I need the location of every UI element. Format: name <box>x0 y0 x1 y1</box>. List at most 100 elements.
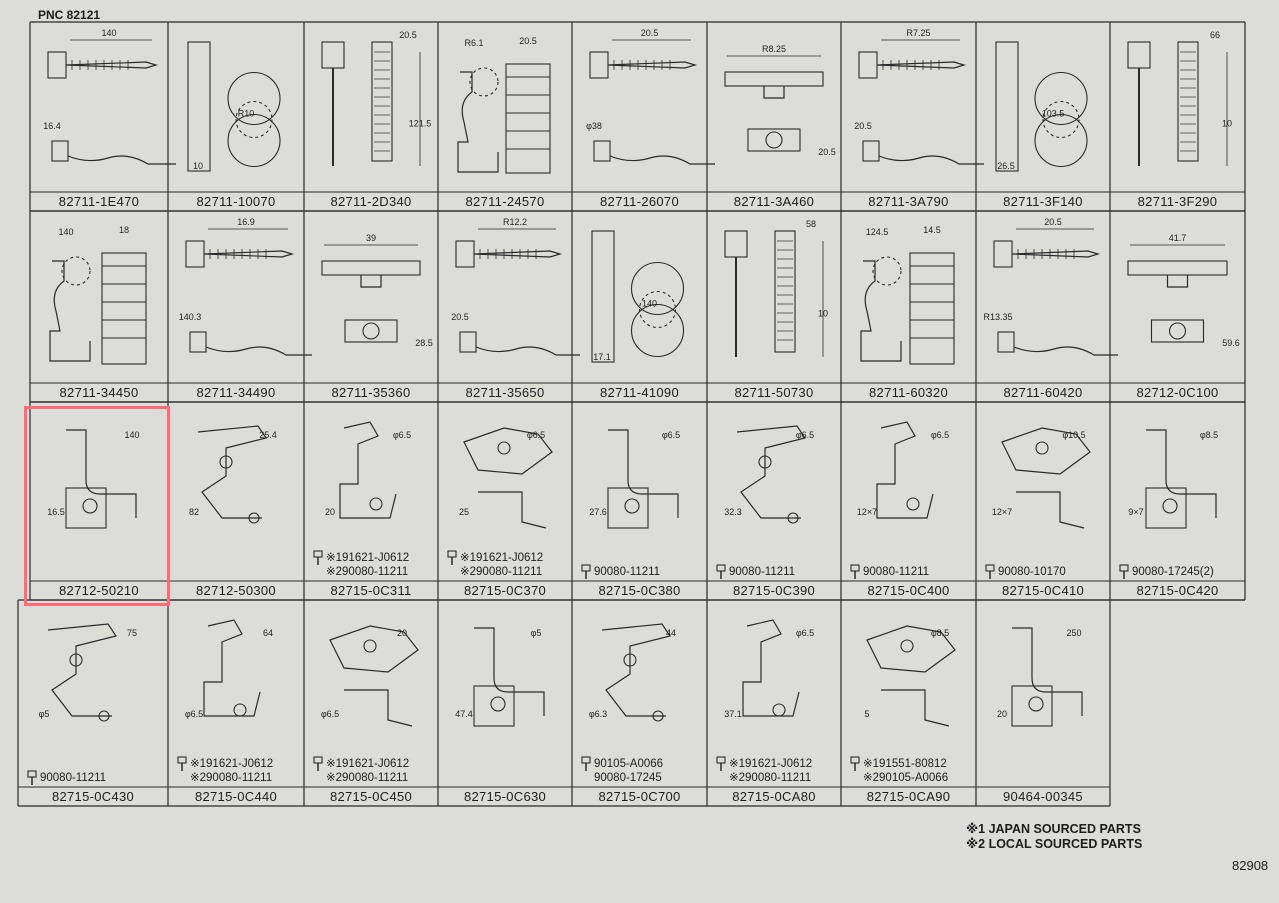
part-cell[interactable] <box>30 402 168 600</box>
dimension-label: φ8.5 <box>1200 430 1218 440</box>
part-cell[interactable] <box>18 600 168 806</box>
part-cell[interactable] <box>1110 402 1245 600</box>
part-drawing: φ8.55 <box>850 625 956 771</box>
part-cell[interactable] <box>438 211 572 402</box>
part-number-label[interactable]: 82715-0C311 <box>330 583 412 598</box>
part-cell[interactable] <box>707 211 841 402</box>
part-number-label[interactable]: 82715-0C630 <box>463 789 547 804</box>
part-number-label[interactable]: 82715-0CA80 <box>732 789 816 804</box>
part-cell[interactable] <box>304 600 438 806</box>
part-cell[interactable] <box>304 211 438 402</box>
part-number-label[interactable]: 82715-0C700 <box>598 789 681 804</box>
part-number-label[interactable]: 82711-35360 <box>331 385 411 400</box>
part-number-label[interactable]: 82715-0C420 <box>1136 583 1219 598</box>
part-number-label[interactable]: 82711-34490 <box>196 385 276 400</box>
part-number-label[interactable]: 82711-3A790 <box>868 194 949 209</box>
part-cell[interactable] <box>841 600 976 806</box>
part-number-label[interactable]: 82711-34450 <box>59 385 139 400</box>
part-number-label[interactable]: 82715-0C440 <box>194 789 278 804</box>
dimension-label: 82 <box>189 507 199 517</box>
part-cell[interactable] <box>572 600 707 806</box>
part-number-label[interactable]: 82711-60320 <box>869 385 948 400</box>
part-drawing: 41.759.6 <box>1127 233 1240 348</box>
part-number-label[interactable]: 82715-0C380 <box>598 583 681 598</box>
part-cell[interactable] <box>304 22 438 211</box>
part-number-label[interactable]: 82715-0C410 <box>1001 583 1085 598</box>
part-cell[interactable] <box>168 22 304 211</box>
fastener-ref: ※191621-J0612 <box>729 758 813 770</box>
part-number-label[interactable]: 82711-24570 <box>465 194 545 209</box>
dimension-label: φ38 <box>586 121 602 131</box>
dimension-label: 140 <box>642 299 657 309</box>
part-cell[interactable] <box>976 600 1110 806</box>
part-drawing: R12.220.5 <box>451 217 580 356</box>
part-cell[interactable] <box>976 211 1110 402</box>
part-drawing: φ10.512×7 <box>985 427 1091 579</box>
dimension-label: 66 <box>1210 30 1220 40</box>
fastener-ref: ※290080-11211 <box>190 772 273 784</box>
part-number-label[interactable]: 82711-3A460 <box>733 194 815 209</box>
fastener-ref: 90080-11211 <box>594 566 661 578</box>
dimension-label: 28.5 <box>415 338 433 348</box>
part-cell[interactable] <box>438 402 572 600</box>
part-number-label[interactable]: 82715-0C450 <box>329 789 413 804</box>
part-cell[interactable] <box>438 22 572 211</box>
part-number-label[interactable]: 90464-00345 <box>1003 789 1083 804</box>
dimension-label: 59.6 <box>1222 338 1240 348</box>
part-cell[interactable] <box>572 211 707 402</box>
part-cell[interactable] <box>841 402 976 600</box>
part-cell[interactable] <box>976 402 1110 600</box>
part-cell[interactable] <box>304 402 438 600</box>
part-number-label[interactable]: 82711-26070 <box>600 194 679 209</box>
part-number-label[interactable]: 82711-3F290 <box>1137 194 1218 209</box>
dimension-label: φ6.5 <box>662 430 680 440</box>
part-number-label[interactable]: 82711-35650 <box>465 385 545 400</box>
part-number-label[interactable]: 82711-3F140 <box>1003 194 1083 209</box>
fastener-ref: ※290080-11211 <box>326 772 409 784</box>
part-drawing: φ6.537.1 <box>716 619 814 771</box>
part-number-label[interactable]: 82711-60420 <box>1003 385 1083 400</box>
dimension-label: 140 <box>58 227 73 237</box>
part-cell[interactable] <box>168 600 304 806</box>
part-number-label[interactable]: 82712-50300 <box>196 583 276 598</box>
part-cell[interactable] <box>572 22 707 211</box>
part-number-label[interactable]: 82711-2D340 <box>330 194 412 209</box>
part-cell[interactable] <box>976 22 1110 211</box>
part-cell[interactable] <box>438 600 572 806</box>
dimension-label: 26.5 <box>997 161 1015 171</box>
part-cell[interactable] <box>841 211 976 402</box>
fastener-ref: ※290105-A0066 <box>863 772 949 784</box>
dimension-label: 5 <box>864 709 869 719</box>
part-number-label[interactable]: 82715-0C400 <box>867 583 950 598</box>
part-number-label[interactable]: 82711-10070 <box>196 194 276 209</box>
part-number-label[interactable]: 82715-0C430 <box>51 789 135 804</box>
part-number-label[interactable]: 82712-50210 <box>59 583 139 598</box>
part-number-label[interactable]: 82715-0C370 <box>463 583 547 598</box>
part-cell[interactable] <box>841 22 976 211</box>
part-cell[interactable] <box>30 22 168 211</box>
part-cell[interactable] <box>1110 211 1245 402</box>
part-cell[interactable] <box>707 402 841 600</box>
part-number-label[interactable]: 82712-0C100 <box>1136 385 1219 400</box>
part-number-label[interactable]: 82715-0CA90 <box>866 789 951 804</box>
dimension-label: φ6.5 <box>185 709 203 719</box>
part-cell[interactable] <box>707 22 841 211</box>
part-number-label[interactable]: 82715-0C390 <box>732 583 816 598</box>
part-cell[interactable] <box>707 600 841 806</box>
part-cell[interactable] <box>30 211 168 402</box>
legend-japan: ※1 JAPAN SOURCED PARTS <box>966 822 1141 836</box>
part-cell[interactable] <box>572 402 707 600</box>
part-cell[interactable] <box>1110 22 1245 211</box>
part-drawing: 25.482 <box>189 425 277 524</box>
part-cell[interactable] <box>168 211 304 402</box>
part-number-label[interactable]: 82711-50730 <box>734 385 814 400</box>
part-number-label[interactable]: 82711-41090 <box>600 385 679 400</box>
part-number-label[interactable]: 82711-1E470 <box>58 194 140 209</box>
part-cell[interactable] <box>168 402 304 600</box>
